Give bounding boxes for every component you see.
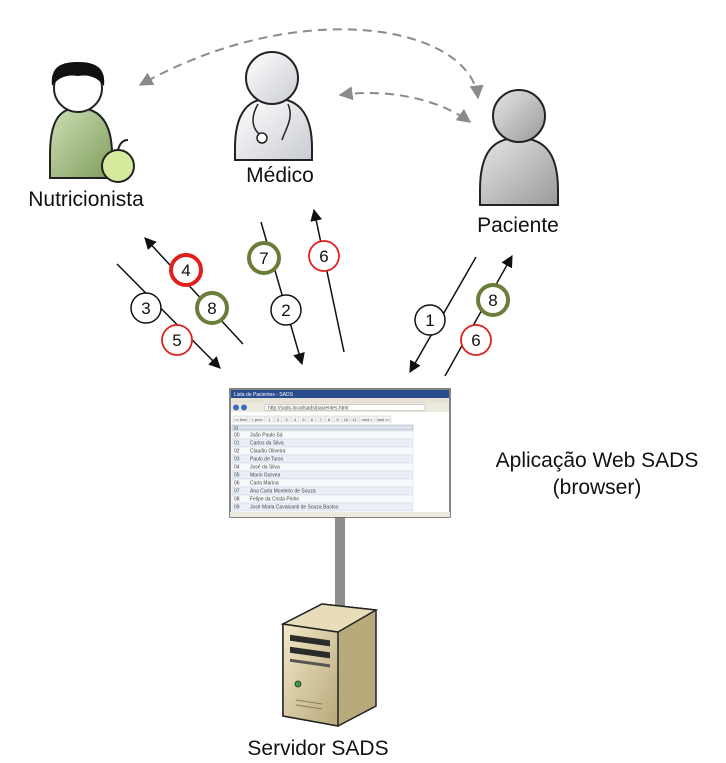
step-badge-2: 2 (270, 294, 302, 326)
pager-label: 5 (302, 417, 305, 422)
step-badge-5: 5 (161, 324, 193, 356)
dashed-arrow-patient-to-nutritionist (138, 28, 484, 100)
svg-text:6: 6 (319, 247, 328, 266)
table-cell-id: 03 (234, 457, 240, 463)
pager-label: 7 (319, 417, 322, 422)
svg-text:6: 6 (471, 331, 480, 350)
table-cell-name: Carla Marina (250, 481, 279, 487)
pager-button[interactable] (350, 415, 359, 423)
svg-text:1: 1 (425, 311, 434, 330)
table-cell-name: Carlos da Silva (250, 441, 284, 447)
step-badge-7: 7 (247, 241, 281, 275)
table-cell-id: 00 (234, 433, 240, 439)
table-row[interactable] (231, 502, 414, 512)
patient-label: Paciente (477, 214, 559, 237)
step-badge-1: 1 (414, 304, 446, 336)
svg-text:7: 7 (259, 249, 268, 268)
table-cell-name: Ana Carla Monteiro de Souza (250, 489, 316, 495)
step-badge-8-patient: 8 (476, 283, 510, 317)
svg-text:4: 4 (181, 261, 190, 280)
pager-button[interactable] (308, 415, 316, 423)
pager-label: 4 (294, 417, 297, 422)
pager-button[interactable] (359, 415, 375, 423)
pager-button[interactable] (291, 415, 299, 423)
step-badge-8-nutritionist: 8 (195, 291, 229, 325)
pager-button[interactable] (274, 415, 282, 423)
patients-table: 00 João Paulo Sá 01 Carlos da Silva 02 Claudi… (231, 430, 414, 512)
pager-button[interactable] (265, 415, 274, 423)
table-cell-name: Paulo de Tarso (250, 457, 283, 463)
pager-label: 6 (311, 417, 314, 422)
app-label: Aplicação Web SADS (496, 449, 699, 472)
doctor-figure (234, 51, 313, 161)
pager-label: 2 (277, 417, 280, 422)
arrow-app-to-doctor (310, 208, 345, 353)
table-cell-id: 05 (234, 473, 240, 479)
svg-text:2: 2 (281, 301, 290, 320)
table-cell-name: Mario Gurvea (250, 473, 281, 479)
table-cell-name: João Paulo Sá (250, 433, 283, 439)
step-badge-6-patient: 6 (460, 324, 492, 356)
table-cell-name: Felipe da Costa Pinho (250, 497, 299, 503)
arrow-to-app-nutritionist (116, 263, 221, 369)
table-cell-id: 09 (234, 505, 240, 511)
pager-label: next > (361, 417, 373, 422)
browser-title: Lista de Pacientes - SADS (234, 392, 294, 398)
server-icon (280, 603, 379, 727)
pager-button[interactable] (342, 415, 350, 423)
patient-figure (479, 89, 559, 206)
pager-label: < prev (251, 417, 262, 422)
svg-text:5: 5 (172, 331, 181, 350)
step-badge-4: 4 (169, 253, 203, 287)
table-cell-id: 04 (234, 465, 240, 471)
pager-button[interactable] (249, 415, 265, 423)
pager-button[interactable] (316, 415, 325, 423)
pager-label: 9 (336, 417, 339, 422)
pager-label: 10 (344, 417, 349, 422)
step-badge-3: 3 (130, 292, 162, 324)
doctor-label: Médico (246, 164, 314, 187)
table-cell-id: 08 (234, 497, 240, 503)
pager-label: 11 (352, 417, 357, 422)
pager-button[interactable] (232, 415, 249, 423)
browser-window: Lista de Pacientes - SADS http://sads.lo… (229, 388, 451, 518)
svg-text:8: 8 (207, 299, 216, 318)
pager-label: 3 (285, 417, 288, 422)
pager-button[interactable] (375, 415, 392, 423)
browser-address: http://sads.local/sads/pacientes.html (268, 406, 348, 412)
table-cell-name: José Maria Cavalcanti de Souza Bastos (250, 505, 339, 511)
nutritionist-label: Nutricionista (28, 188, 144, 211)
pager-label: << first (234, 417, 247, 422)
table-cell-id: 07 (234, 489, 240, 495)
table-cell-name: José da Silva (250, 465, 280, 471)
step-badge-6-doctor: 6 (308, 240, 340, 272)
server-label: Servidor SADS (247, 737, 388, 760)
table-cell-id: 06 (234, 481, 240, 487)
table-cell-id: 02 (234, 449, 240, 455)
app-server-connector (335, 516, 345, 676)
dashed-arrow-doctor-patient (338, 86, 472, 123)
pager-button[interactable] (282, 415, 291, 423)
table-cell-id: 01 (234, 441, 240, 447)
pager-label: 1 (268, 417, 271, 422)
pager-button[interactable] (299, 415, 308, 423)
svg-text:8: 8 (488, 291, 497, 310)
pager-label: last >> (377, 417, 390, 422)
arrow-app-to-patient (444, 254, 513, 377)
pager-button[interactable] (333, 415, 342, 423)
table-cell-name: Claudio Oliveira (250, 449, 286, 455)
pager-button[interactable] (325, 415, 333, 423)
nutritionist-figure (49, 62, 135, 183)
table-header: id (234, 426, 238, 432)
svg-text:3: 3 (141, 299, 150, 318)
pager-label: 8 (328, 417, 331, 422)
app-sublabel: (browser) (553, 476, 642, 499)
arrow-to-nutritionist (144, 237, 244, 345)
